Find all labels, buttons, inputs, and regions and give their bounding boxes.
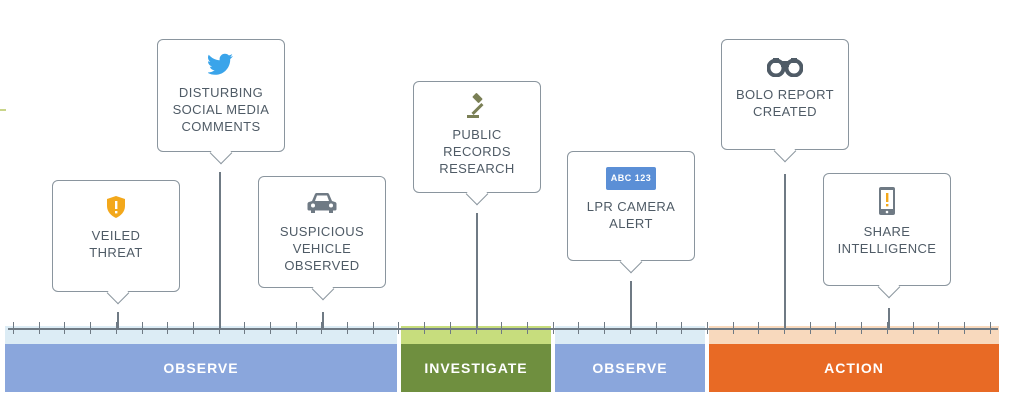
- event-label-line: RESEARCH: [439, 161, 515, 176]
- smartphone-alert-icon: [824, 185, 950, 217]
- timeline-tick: [527, 322, 529, 334]
- timeline-tick: [733, 322, 735, 334]
- timeline-tick: [887, 322, 889, 334]
- timeline-tick: [193, 322, 195, 334]
- timeline-tick: [553, 322, 555, 334]
- event-label-line: COMMENTS: [181, 119, 261, 134]
- timeline-tick: [398, 322, 400, 334]
- license-plate-icon: ABC 123: [568, 164, 694, 192]
- stem-social-media: [219, 172, 221, 329]
- stem-veiled-threat: [117, 312, 119, 329]
- event-label-line: SHARE: [863, 224, 911, 239]
- event-label-line: VEILED: [91, 228, 141, 243]
- callout-lpr-alert: ABC 123 LPR CAMERA ALERT: [567, 151, 695, 261]
- timeline-tick: [604, 322, 606, 334]
- stem-public-records: [476, 213, 478, 329]
- timeline-tick: [450, 322, 452, 334]
- timeline-tick: [39, 322, 41, 334]
- timeline-tick: [861, 322, 863, 334]
- timeline-tick: [938, 322, 940, 334]
- event-label-line: THREAT: [89, 245, 143, 260]
- timeline-tick: [501, 322, 503, 334]
- timeline-tick: [990, 322, 992, 334]
- timeline-tick: [13, 322, 15, 334]
- event-label-line: CREATED: [753, 104, 817, 119]
- timeline-tick: [707, 322, 709, 334]
- timeline-tick: [913, 322, 915, 334]
- timeline-tick: [964, 322, 966, 334]
- phase-investigate: INVESTIGATE: [401, 344, 551, 392]
- phase-band-investigate: [401, 326, 551, 344]
- timeline-tick: [296, 322, 298, 334]
- event-label-line: DISTURBING: [178, 85, 264, 100]
- event-label-line: OBSERVED: [284, 258, 360, 273]
- event-label-line: VEHICLE: [292, 241, 352, 256]
- timeline-tick: [424, 322, 426, 334]
- car-icon: [259, 189, 385, 217]
- event-label-line: SOCIAL MEDIA: [172, 102, 270, 117]
- phase-observe-2: OBSERVE: [555, 344, 705, 392]
- event-label-line: PUBLIC: [452, 127, 502, 142]
- phase-band-observe-1: [5, 326, 397, 344]
- callout-social-media: DISTURBING SOCIAL MEDIA COMMENTS: [157, 39, 285, 152]
- edge-mark: [0, 109, 6, 111]
- timeline-tick: [656, 322, 658, 334]
- event-label-line: BOLO REPORT: [735, 87, 835, 102]
- phase-action: ACTION: [709, 344, 999, 392]
- event-label-line: RECORDS: [443, 144, 511, 159]
- stem-share-intel: [888, 308, 890, 329]
- callout-bolo-report: BOLO REPORT CREATED: [721, 39, 849, 150]
- callout-suspicious-vehicle: SUSPICIOUS VEHICLE OBSERVED: [258, 176, 386, 288]
- callout-veiled-threat: VEILED THREAT: [52, 180, 180, 292]
- event-label-line: LPR CAMERA: [586, 199, 676, 214]
- timeline-tick: [835, 322, 837, 334]
- timeline-tick: [244, 322, 246, 334]
- phase-band-action: [709, 326, 999, 344]
- timeline-tick: [681, 322, 683, 334]
- timeline-tick: [810, 322, 812, 334]
- timeline-tick: [90, 322, 92, 334]
- phase-label: ACTION: [824, 360, 884, 376]
- gavel-icon: [414, 92, 540, 120]
- timeline-tick: [64, 322, 66, 334]
- event-label-line: ALERT: [609, 216, 653, 231]
- phase-label: OBSERVE: [592, 360, 668, 376]
- timeline-tick: [758, 322, 760, 334]
- timeline-tick: [321, 322, 323, 334]
- phase-label: OBSERVE: [163, 360, 239, 376]
- shield-alert-icon: [53, 193, 179, 221]
- stem-suspicious-vehicle: [322, 312, 324, 329]
- timeline-tick: [347, 322, 349, 334]
- timeline-tick: [167, 322, 169, 334]
- timeline-tick: [116, 322, 118, 334]
- callout-public-records: PUBLIC RECORDS RESEARCH: [413, 81, 541, 193]
- phase-label: INVESTIGATE: [424, 360, 528, 376]
- stem-bolo-report: [784, 174, 786, 329]
- timeline-axis: [8, 328, 998, 330]
- timeline-tick: [142, 322, 144, 334]
- phase-observe-1: OBSERVE: [5, 344, 397, 392]
- binoculars-icon: [722, 52, 848, 80]
- event-label-line: INTELLIGENCE: [837, 241, 937, 256]
- twitter-bird-icon: [158, 50, 284, 78]
- callout-share-intel: SHARE INTELLIGENCE: [823, 173, 951, 286]
- timeline-tick: [270, 322, 272, 334]
- plate-text: ABC 123: [605, 166, 657, 190]
- phase-band-observe-2: [555, 326, 705, 344]
- stem-lpr-alert: [630, 281, 632, 329]
- event-label-line: SUSPICIOUS: [279, 224, 365, 239]
- timeline-tick: [578, 322, 580, 334]
- timeline-tick: [373, 322, 375, 334]
